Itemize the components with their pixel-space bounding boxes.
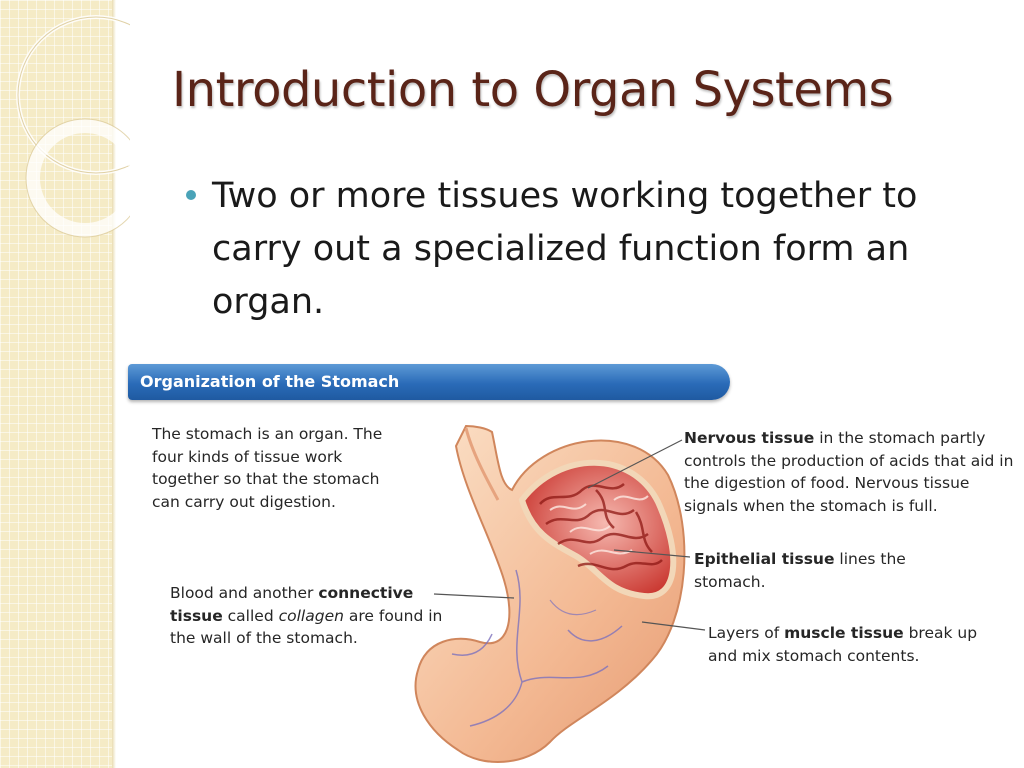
nervous-tissue-term: Nervous tissue: [684, 429, 815, 447]
intro-caption: The stomach is an organ. The four kinds …: [152, 425, 383, 511]
muscle-tissue-term: muscle tissue: [784, 624, 904, 642]
figure-banner: Organization of the Stomach: [128, 364, 730, 400]
muscle-pre: Layers of: [708, 624, 785, 642]
figure-banner-title: Organization of the Stomach: [140, 372, 400, 391]
epithelial-tissue-term: Epithelial tissue: [694, 550, 835, 568]
connective-tissue-term: connective tissue: [170, 584, 414, 625]
nervous-tissue-caption: Nervous tissue in the stomach partly con…: [684, 427, 1018, 517]
connective-post: are found in the wall of the stomach.: [170, 606, 443, 648]
connective-pre: Blood and another: [170, 584, 319, 602]
epithelial-tissue-caption: Epithelial tissue lines the stomach.: [694, 548, 934, 593]
slide-title: Introduction to Organ Systems: [172, 62, 894, 118]
nervous-tissue-desc: in the stomach partly controls the produ…: [684, 429, 1014, 515]
epithelial-tissue-desc: lines the stomach.: [694, 550, 906, 591]
muscle-tissue-caption: Layers of muscle tissue break up and mix…: [708, 622, 978, 667]
stomach-illustration: [414, 424, 686, 763]
muscle-post: break up and mix stomach contents.: [708, 624, 978, 665]
collagen-term: collagen: [278, 606, 344, 625]
bullet-text: Two or more tissues working together to …: [212, 176, 918, 322]
connective-mid: called: [222, 606, 279, 625]
decorative-rings: [16, 15, 130, 238]
band-edge: [112, 0, 116, 768]
connective-tissue-caption: Blood and another connective tissue call…: [170, 582, 450, 650]
bullet-dot-icon: [186, 190, 196, 200]
